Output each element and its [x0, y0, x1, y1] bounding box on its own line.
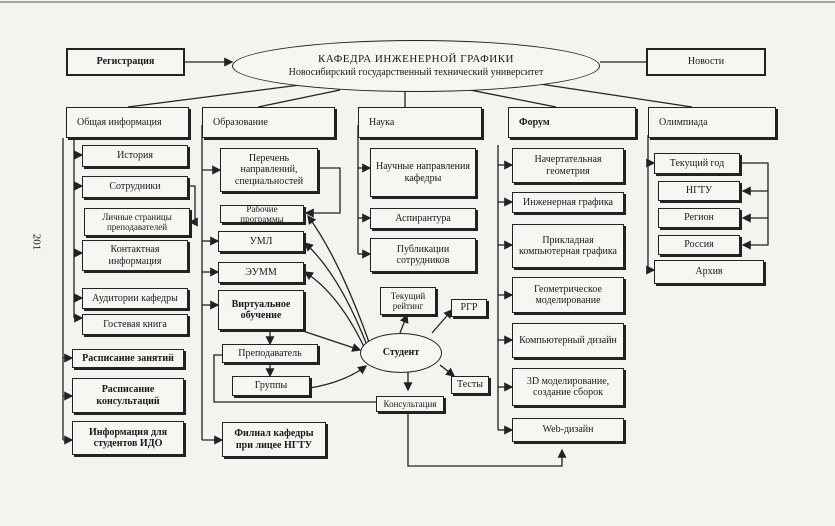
line-education: [257, 89, 341, 108]
item-uml[interactable]: УМЛ: [218, 231, 304, 252]
forum-computer-design[interactable]: Компьютерный дизайн: [512, 323, 624, 358]
item-classrooms[interactable]: Аудитории кафедры: [82, 288, 188, 309]
olympiad-spine: [646, 135, 656, 275]
page-number: 201: [30, 233, 43, 251]
line-olympiad: [539, 83, 693, 108]
item-schedule[interactable]: Расписание занятий: [72, 349, 184, 368]
item-postgrad[interactable]: Аспирантура: [370, 208, 476, 229]
olympiad-current-year[interactable]: Текущий год: [654, 153, 740, 174]
item-virtual-learning[interactable]: Виртуальное обучение: [218, 290, 304, 330]
line-general: [127, 84, 301, 108]
university-subtitle: Новосибирский государственный технически…: [288, 66, 544, 78]
section-olympiad[interactable]: Олимпиада: [648, 107, 776, 138]
olympiad-ngtu[interactable]: НГТУ: [658, 181, 740, 201]
registration-button[interactable]: Регистрация: [66, 48, 185, 76]
news-button[interactable]: Новости: [646, 48, 766, 76]
item-branch[interactable]: Филиал кафедры при лицее НГТУ: [222, 422, 326, 457]
item-teacher[interactable]: Преподаватель: [222, 344, 318, 363]
department-title: КАФЕДРА ИНЖЕНЕРНОЙ ГРАФИКИ: [318, 53, 514, 66]
item-personal-pages[interactable]: Личные страницы преподавателей: [84, 208, 190, 236]
item-contacts[interactable]: Контактная информация: [82, 240, 188, 271]
forum-3d-modeling[interactable]: 3D моделирование, создание сборок: [512, 368, 624, 406]
olympiad-region[interactable]: Регион: [658, 208, 740, 228]
department-ellipse[interactable]: КАФЕДРА ИНЖЕНЕРНОЙ ГРАФИКИ Новосибирский…: [232, 40, 600, 92]
forum-geometric-modeling[interactable]: Геометрическое моделирование: [512, 277, 624, 313]
item-history[interactable]: История: [82, 145, 188, 167]
section-science[interactable]: Наука: [358, 107, 482, 138]
forum-applied-graphics[interactable]: Прикладная компьютерная графика: [512, 224, 624, 268]
item-consultation[interactable]: Консультация: [376, 396, 444, 412]
section-general-info[interactable]: Общая информация: [66, 107, 189, 138]
item-guestbook[interactable]: Гостевая книга: [82, 314, 188, 335]
olympiad-russia[interactable]: Россия: [658, 235, 740, 255]
section-education[interactable]: Образование: [202, 107, 335, 138]
item-ido-info[interactable]: Информация для студентов ИДО: [72, 421, 184, 455]
line-forum: [469, 89, 557, 108]
forum-engineering-graphics[interactable]: Инженерная графика: [512, 192, 624, 213]
forum-web-design[interactable]: Web-дизайн: [512, 418, 624, 442]
item-directions[interactable]: Перечень направлений, специальностей: [220, 148, 318, 192]
item-eumm[interactable]: ЭУММ: [218, 262, 304, 283]
item-staff[interactable]: Сотрудники: [82, 176, 188, 198]
student-node[interactable]: Студент: [360, 333, 442, 373]
item-tests[interactable]: Тесты: [451, 376, 489, 394]
item-research-directions[interactable]: Научные направления кафедры: [370, 148, 476, 197]
item-work-programs[interactable]: Рабочие программы: [220, 204, 304, 224]
item-publications[interactable]: Публикации сотрудников: [370, 238, 476, 272]
forum-descriptive-geometry[interactable]: Начертательная геометрия: [512, 148, 624, 183]
section-forum[interactable]: Форум: [508, 107, 636, 138]
item-consult-schedule[interactable]: Расписание консультаций: [72, 378, 184, 413]
olympiad-archive[interactable]: Архив: [654, 260, 764, 284]
item-current-rating[interactable]: Текущий рейтинг: [380, 287, 436, 315]
item-groups[interactable]: Группы: [232, 376, 310, 396]
item-rgr[interactable]: РГР: [451, 299, 487, 317]
